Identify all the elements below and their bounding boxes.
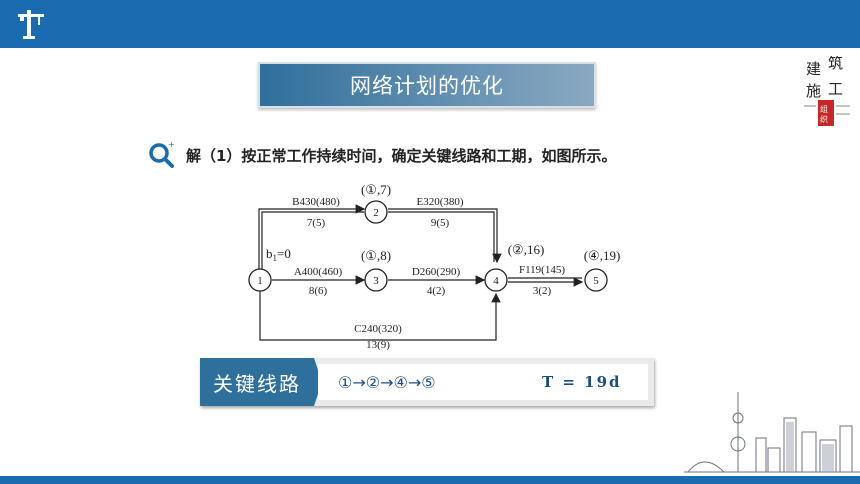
node-5-label: 5	[593, 275, 599, 287]
node-3	[364, 268, 388, 292]
critical-path-box: ①→②→④→⑤ T = 19d	[318, 364, 648, 400]
edge-e	[388, 208, 502, 264]
edge-b-top: B430(480)	[292, 196, 340, 208]
question-line: + 解（1）按正常工作持续时间，确定关键线路和工期，如图所示。	[146, 140, 616, 170]
crane-logo-icon	[18, 10, 44, 39]
node-5	[584, 268, 608, 292]
node-4-annotation: (②,16)	[508, 242, 545, 257]
svg-text:+: +	[168, 140, 175, 149]
edge-d-bottom: 4(2)	[427, 285, 446, 297]
construction-seal-logo: 建 筑 施 工 组 织	[804, 56, 850, 126]
edge-a-bottom: 8(6)	[309, 285, 328, 297]
node-2-annotation: (①,7)	[361, 182, 391, 197]
edge-c-top: C240(320)	[354, 323, 402, 335]
question-text: 解（1）按正常工作持续时间，确定关键线路和工期，如图所示。	[186, 146, 617, 165]
edge-c	[259, 290, 501, 341]
bottom-bar	[0, 476, 860, 484]
node-3-annotation: (①,8)	[361, 248, 391, 263]
node-4	[484, 268, 508, 292]
node-1	[248, 268, 272, 292]
node-3-label: 3	[373, 275, 379, 287]
edge-f-bottom: 3(2)	[533, 285, 552, 297]
svg-text:工: 工	[828, 80, 843, 98]
city-skyline-illustration	[684, 392, 860, 473]
svg-text:组: 组	[820, 104, 828, 114]
node-1-label: 1	[257, 275, 263, 287]
critical-path-label: 关键线路	[200, 358, 314, 406]
svg-text:织: 织	[820, 114, 828, 124]
edge-f	[508, 277, 584, 287]
top-banner	[0, 0, 860, 48]
edge-e-top: E320(380)	[416, 196, 463, 208]
node-2-label: 2	[373, 207, 379, 219]
edge-b	[258, 204, 366, 270]
start-time-label: b1=0	[266, 246, 291, 263]
slide-title-box: 网络计划的优化	[258, 62, 596, 108]
edge-e-bottom: 9(5)	[431, 217, 450, 229]
node-2	[364, 200, 388, 224]
edge-f-top: F119(145)	[519, 264, 565, 276]
critical-path-sequence: ①→②→④→⑤	[338, 372, 436, 392]
node-4-label: 4	[493, 275, 499, 287]
svg-text:筑: 筑	[828, 56, 843, 72]
edge-c-bottom: 13(9)	[366, 339, 390, 350]
slide-title: 网络计划的优化	[350, 74, 504, 98]
edge-d-top: D260(290)	[412, 266, 461, 278]
node-5-annotation: (④,19)	[584, 248, 621, 263]
svg-text:建: 建	[806, 60, 821, 78]
project-duration: T = 19d	[542, 373, 622, 391]
network-diagram: 1 2 3 4 5 (①,7) (①,8) (②,16) (④,19) b1=0…	[248, 182, 621, 350]
magnifier-icon: +	[149, 140, 175, 168]
edge-a-top: A400(460)	[294, 266, 343, 278]
edge-b-bottom: 7(5)	[307, 217, 326, 229]
svg-text:施: 施	[806, 82, 821, 100]
